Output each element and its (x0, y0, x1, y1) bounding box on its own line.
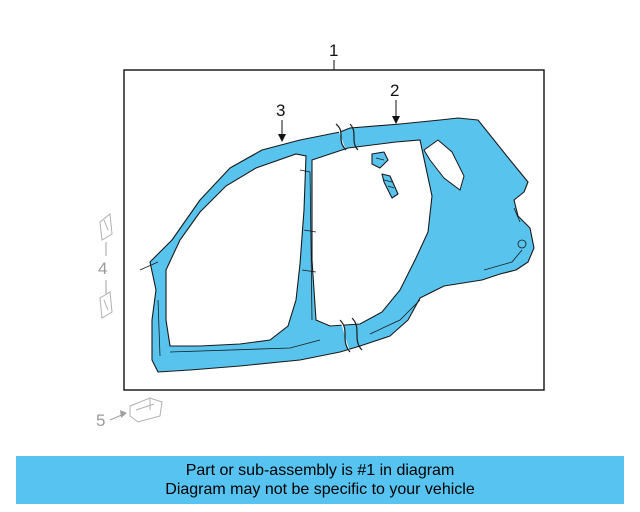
callout-4[interactable]: 4 (98, 259, 107, 278)
caption-banner: Part or sub-assembly is #1 in diagram Di… (16, 456, 624, 504)
ghost-clip-upper (99, 213, 113, 241)
ghost-clip-lower (99, 291, 113, 319)
parts-diagram: 1 2 3 (96, 41, 545, 430)
ghost-bracket (129, 397, 163, 423)
caption-line-2: Diagram may not be specific to your vehi… (165, 481, 475, 498)
fastener-screw[interactable] (381, 173, 399, 199)
callout-5[interactable]: 5 (96, 411, 105, 430)
caption-line-1: Part or sub-assembly is #1 in diagram (185, 462, 455, 479)
callout-3[interactable]: 3 (276, 101, 285, 120)
callout-1[interactable]: 1 (329, 41, 338, 60)
fastener-clip[interactable] (371, 151, 389, 169)
body-side-panel[interactable] (139, 117, 535, 373)
callout-2[interactable]: 2 (390, 81, 399, 100)
